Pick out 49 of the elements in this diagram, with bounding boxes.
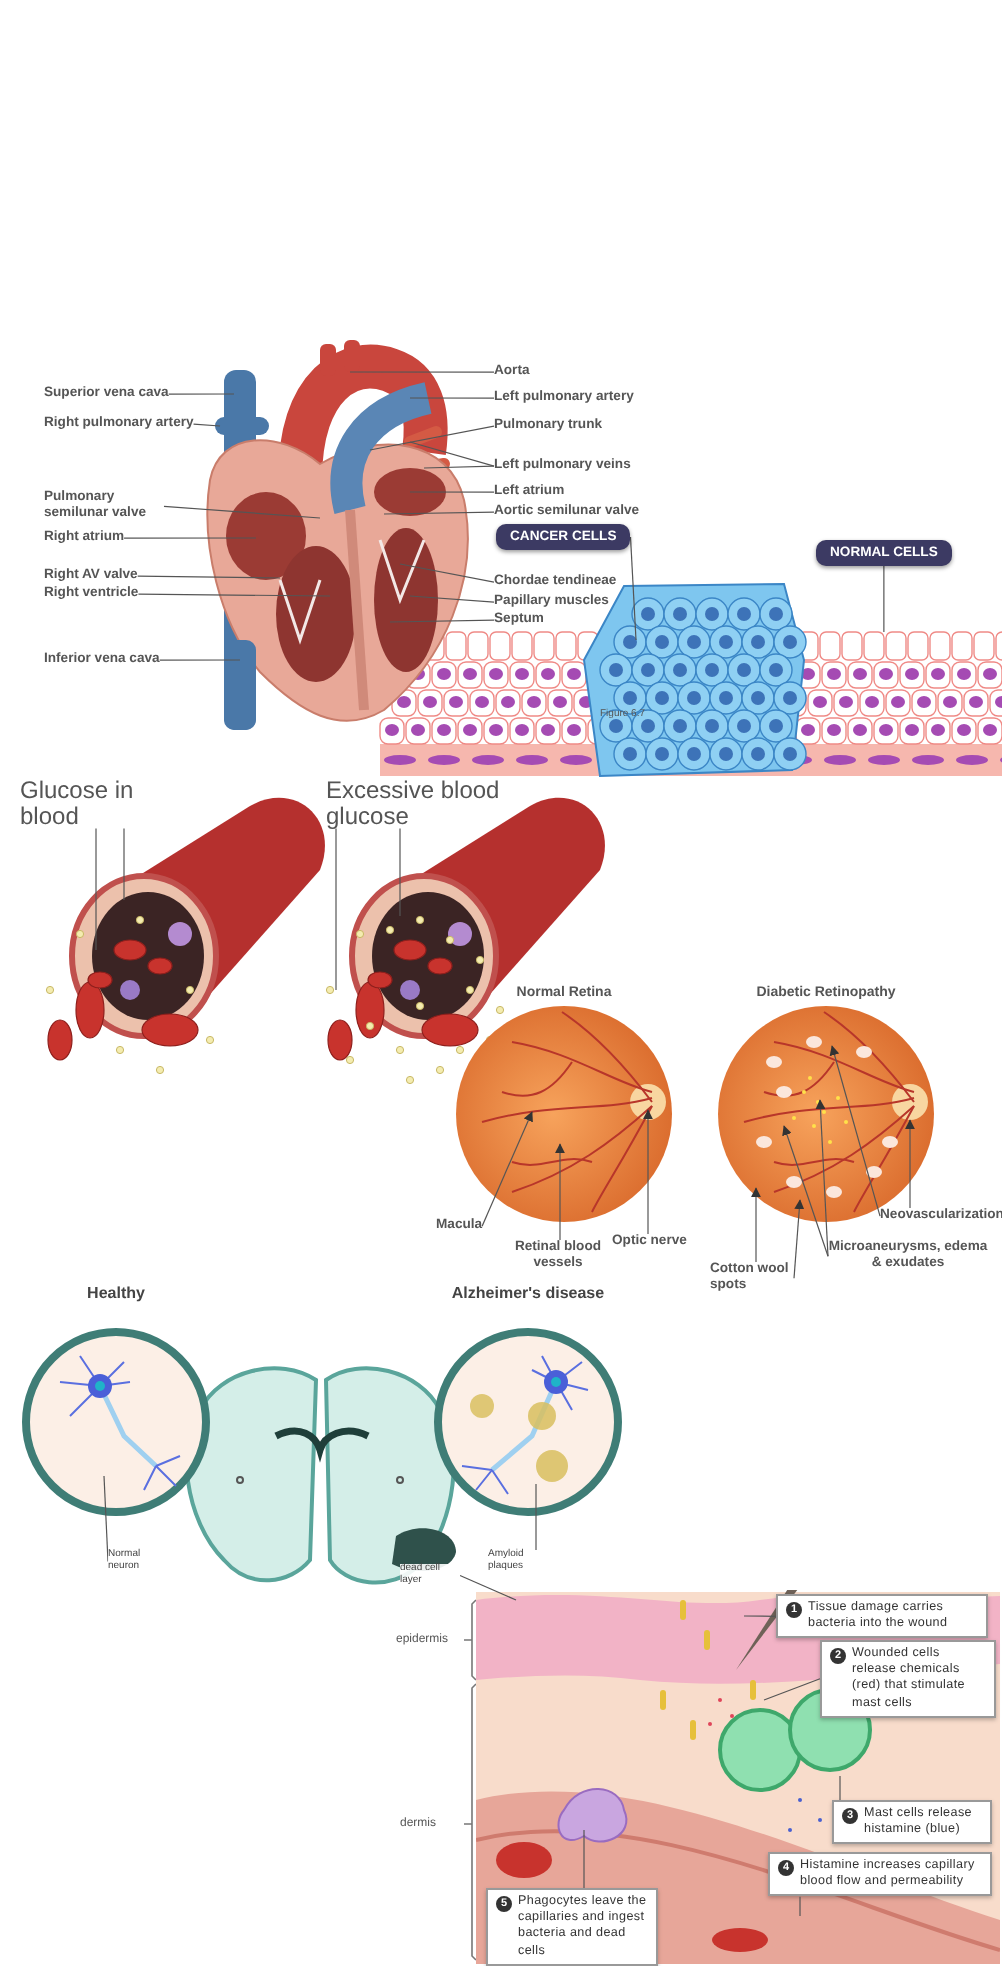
leader-line (409, 441, 495, 467)
leader-line (163, 505, 321, 519)
leader-line (829, 1045, 881, 1217)
leader-line (369, 425, 495, 451)
leader-line (409, 595, 495, 603)
leader-line (423, 465, 495, 469)
leader-line (799, 1896, 801, 1917)
leader-line (383, 511, 495, 515)
leader-line (643, 1109, 653, 1235)
heading: Glucose in blood (20, 778, 140, 829)
leader-line (409, 397, 495, 399)
leader-line (535, 1483, 537, 1551)
leader-line (782, 1125, 829, 1257)
callout-box (768, 1852, 992, 1897)
leader-line (399, 827, 401, 917)
leader-line (192, 423, 221, 427)
leader-line (583, 1829, 585, 1889)
leader-line (883, 565, 885, 633)
callout-box (820, 1640, 996, 1718)
leader-line (137, 575, 281, 579)
leader-line (335, 827, 337, 991)
leader-line (459, 1574, 517, 1601)
leader-line (409, 491, 495, 493)
leader-line (389, 619, 495, 623)
leader-line (103, 1475, 109, 1563)
leader-line (399, 563, 495, 583)
leader-line (763, 1678, 821, 1701)
leader-line (629, 536, 637, 641)
callout-box (832, 1800, 992, 1845)
leader-line (349, 371, 495, 373)
leader-line (743, 1615, 777, 1617)
leader-line (793, 1199, 805, 1279)
heading: Excessive blood glucose (326, 778, 506, 829)
leader-line (123, 537, 257, 539)
leader-line (123, 827, 125, 901)
heart-drawing (206, 340, 469, 730)
callout-box (486, 1888, 658, 1966)
leader-line (159, 659, 241, 661)
leader-line (481, 1111, 533, 1227)
heading: Alzheimer's disease (449, 1286, 607, 1306)
leader-line (839, 1775, 841, 1801)
leader-line (751, 1187, 761, 1263)
leader-line (137, 593, 331, 597)
heading: Healthy (85, 1286, 147, 1306)
leader-line (168, 393, 235, 395)
callout-box (776, 1594, 988, 1639)
leader-line (95, 827, 97, 951)
leader-line (815, 1099, 829, 1257)
leader-line (905, 1119, 915, 1209)
